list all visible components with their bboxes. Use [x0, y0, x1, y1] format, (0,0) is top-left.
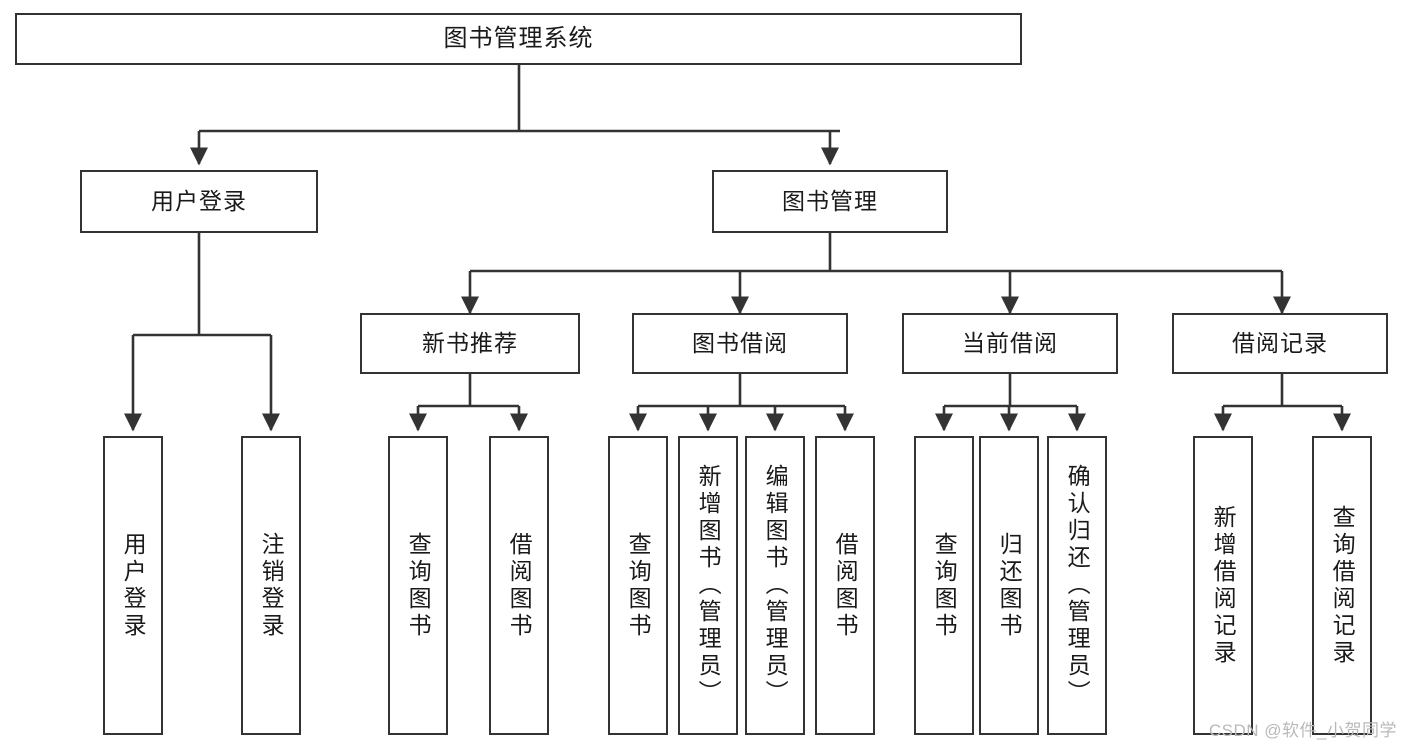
node-label: 查询借阅记录 — [1329, 504, 1356, 667]
node-label: 新增借阅记录 — [1210, 504, 1237, 667]
leaf-book-borrow-edit[interactable]: 编辑图书（管理员） — [745, 436, 805, 735]
node-label: 新增图书（管理员） — [695, 464, 722, 707]
node-label: 编辑图书（管理员） — [762, 464, 789, 707]
node-label: 归还图书 — [996, 531, 1023, 640]
leaf-current-borrow-query[interactable]: 查询图书 — [914, 436, 974, 735]
leaf-user-login-login[interactable]: 用户登录 — [103, 436, 163, 735]
node-label: 用户登录 — [120, 531, 147, 640]
leaf-current-borrow-confirm[interactable]: 确认归还（管理员） — [1047, 436, 1107, 735]
leaf-borrow-record-add[interactable]: 新增借阅记录 — [1193, 436, 1253, 735]
leaf-current-borrow-return[interactable]: 归还图书 — [979, 436, 1039, 735]
node-current-borrow[interactable]: 当前借阅 — [902, 313, 1118, 374]
leaf-new-book-borrow[interactable]: 借阅图书 — [489, 436, 549, 735]
leaf-user-login-logout[interactable]: 注销登录 — [241, 436, 301, 735]
node-label: 当前借阅 — [962, 329, 1058, 356]
node-label: 借阅图书 — [832, 531, 859, 640]
node-label: 注销登录 — [258, 531, 285, 640]
node-label: 借阅记录 — [1232, 329, 1328, 356]
node-book-management[interactable]: 图书管理 — [712, 170, 948, 233]
leaf-book-borrow-borrow[interactable]: 借阅图书 — [815, 436, 875, 735]
node-label: 图书管理系统 — [443, 24, 594, 52]
node-label: 用户登录 — [151, 187, 247, 214]
leaf-book-borrow-query[interactable]: 查询图书 — [608, 436, 668, 735]
node-book-management-system[interactable]: 图书管理系统 — [15, 13, 1022, 65]
node-label: 借阅图书 — [506, 531, 533, 640]
node-label: 图书借阅 — [692, 329, 788, 356]
leaf-borrow-record-query[interactable]: 查询借阅记录 — [1312, 436, 1372, 735]
node-label: 查询图书 — [625, 531, 652, 640]
node-label: 查询图书 — [405, 531, 432, 640]
node-borrow-record[interactable]: 借阅记录 — [1172, 313, 1388, 374]
node-label: 确认归还（管理员） — [1064, 464, 1091, 707]
watermark: CSDN @软件_小贺同学 — [1208, 721, 1397, 740]
node-new-book-recommend[interactable]: 新书推荐 — [360, 313, 580, 374]
leaf-new-book-query[interactable]: 查询图书 — [388, 436, 448, 735]
node-label: 新书推荐 — [422, 329, 518, 356]
node-label: 查询图书 — [931, 531, 958, 640]
node-label: 图书管理 — [782, 187, 878, 214]
node-user-login[interactable]: 用户登录 — [80, 170, 318, 233]
node-book-borrow[interactable]: 图书借阅 — [632, 313, 848, 374]
leaf-book-borrow-add[interactable]: 新增图书（管理员） — [678, 436, 738, 735]
